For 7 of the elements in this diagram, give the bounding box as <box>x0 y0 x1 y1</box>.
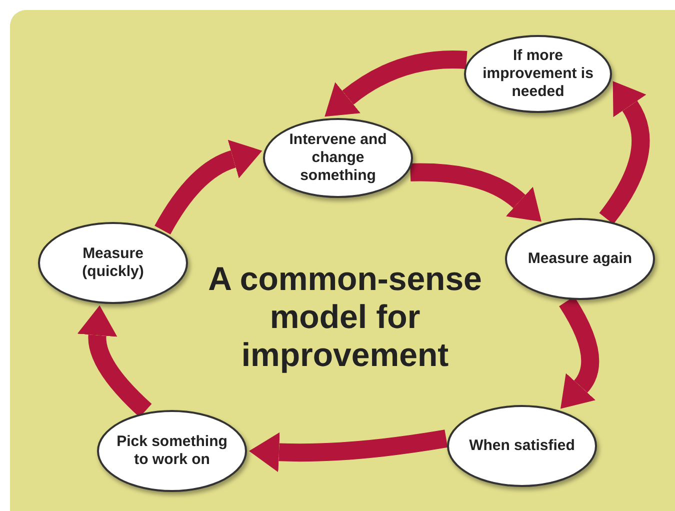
arrow <box>410 163 542 221</box>
title: A common-sense model for improvement <box>207 260 483 374</box>
arrow <box>77 305 152 418</box>
arrow <box>324 50 467 116</box>
arrow <box>599 80 650 224</box>
arrow <box>154 140 262 234</box>
arrow <box>249 430 448 472</box>
